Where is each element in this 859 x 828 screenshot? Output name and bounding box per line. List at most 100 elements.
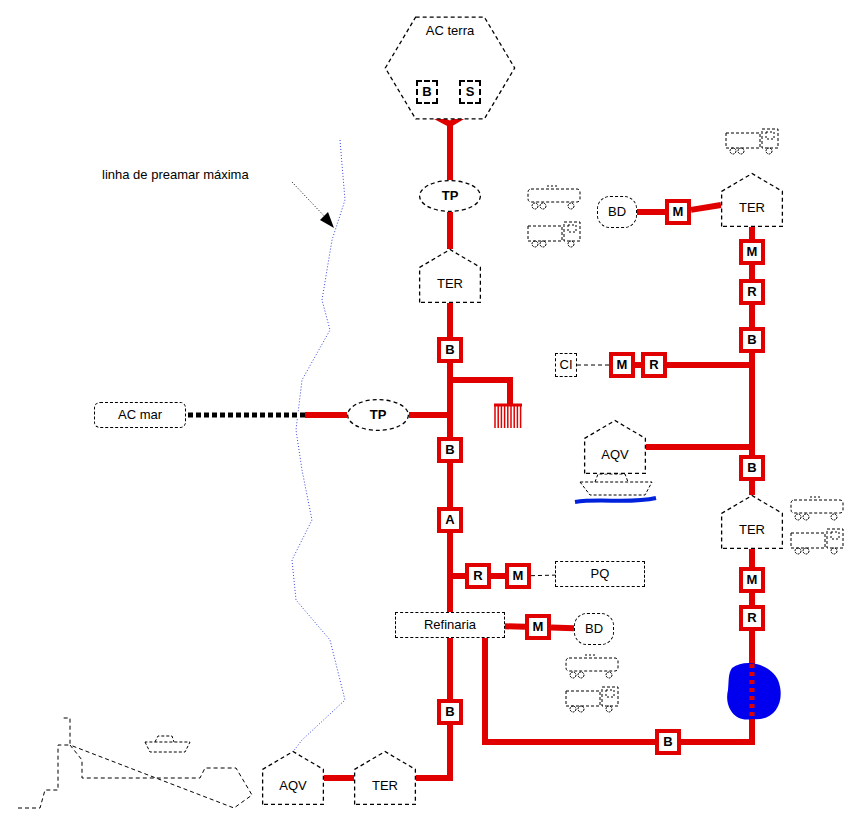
truck bbox=[566, 687, 618, 712]
pipeline bbox=[752, 593, 753, 605]
node-label: TER bbox=[372, 779, 398, 793]
node-label: B bbox=[663, 735, 672, 749]
pipeline bbox=[667, 365, 752, 455]
node-label: AC terra bbox=[426, 24, 474, 38]
pipeline bbox=[752, 227, 753, 239]
node-label: R bbox=[747, 285, 756, 299]
house-node: TER bbox=[721, 173, 783, 227]
node-label: B bbox=[445, 343, 454, 357]
node-label: M bbox=[533, 620, 544, 634]
equipment-box: B bbox=[739, 327, 765, 353]
house-node: AQV bbox=[584, 420, 646, 474]
shoreline bbox=[262, 140, 345, 792]
dashed-box: CI bbox=[555, 353, 577, 377]
node-label: R bbox=[747, 611, 756, 625]
dashed-square: S bbox=[459, 80, 481, 104]
node-label: A bbox=[445, 513, 454, 527]
small-boat bbox=[145, 736, 190, 752]
node-label: TER bbox=[739, 523, 765, 537]
pipeline bbox=[491, 576, 505, 577]
pipeline bbox=[450, 463, 451, 507]
node-label: S bbox=[466, 85, 475, 99]
dashed-square: B bbox=[416, 80, 438, 104]
rounded-dashed-box: BD bbox=[574, 613, 614, 645]
dashed-connector bbox=[531, 575, 555, 577]
comb-symbol bbox=[450, 380, 522, 428]
pipeline bbox=[186, 415, 347, 416]
equipment-box: M bbox=[609, 352, 635, 378]
equipment-box: R bbox=[739, 605, 765, 631]
node-label: M bbox=[673, 205, 684, 219]
pipeline bbox=[450, 533, 465, 576]
ellipse-node: TP bbox=[419, 180, 481, 212]
dashed-connector bbox=[577, 365, 609, 366]
house-node: TER bbox=[721, 495, 783, 549]
leader-line bbox=[292, 182, 326, 218]
pipeline bbox=[646, 447, 752, 455]
equipment-box: M bbox=[739, 239, 765, 265]
pipeline bbox=[409, 415, 450, 437]
pipeline bbox=[450, 638, 451, 699]
rounded-dashed-box: BD bbox=[597, 196, 637, 228]
node-label: R bbox=[473, 569, 482, 583]
equipment-box: B bbox=[739, 455, 765, 481]
node-label: M bbox=[747, 245, 758, 259]
equipment-box: B bbox=[437, 337, 463, 363]
node-label: R bbox=[649, 358, 658, 372]
house-node: TER bbox=[419, 249, 481, 303]
truck bbox=[566, 655, 618, 678]
node-label: M bbox=[747, 573, 758, 587]
node-label: BD bbox=[585, 622, 603, 636]
node-label: M bbox=[617, 358, 628, 372]
node-label: B bbox=[445, 705, 454, 719]
node-label: B bbox=[747, 461, 756, 475]
node-label: BD bbox=[608, 205, 626, 219]
pipeline bbox=[450, 212, 451, 249]
node-label: TP bbox=[442, 189, 459, 203]
dashed-box: AC mar bbox=[94, 402, 186, 428]
node-label: PQ bbox=[591, 567, 610, 581]
pipeline bbox=[637, 212, 665, 213]
equipment-box: A bbox=[437, 507, 463, 533]
node-label: AQV bbox=[601, 448, 628, 462]
equipment-box: M bbox=[665, 199, 691, 225]
equipment-box: B bbox=[437, 699, 463, 725]
pipeline bbox=[752, 305, 753, 327]
truck bbox=[528, 186, 580, 209]
node-label: Refinaria bbox=[424, 618, 476, 632]
node-label: AQV bbox=[279, 779, 306, 793]
node-label: TER bbox=[437, 277, 463, 291]
pipeline bbox=[505, 626, 525, 627]
equipment-box: B bbox=[437, 437, 463, 463]
pipeline bbox=[324, 778, 354, 779]
truck bbox=[528, 222, 580, 247]
pipeline bbox=[752, 265, 753, 279]
note-label: linha de preamar máxima bbox=[102, 167, 249, 182]
ellipse-node: TP bbox=[347, 399, 409, 431]
equipment-box: R bbox=[465, 563, 491, 589]
equipment-box: R bbox=[739, 279, 765, 305]
node-label: TER bbox=[739, 201, 765, 215]
truck bbox=[726, 129, 778, 154]
water-line bbox=[575, 498, 656, 502]
equipment-box: R bbox=[641, 352, 667, 378]
node-label: B bbox=[747, 333, 756, 347]
pipeline bbox=[551, 627, 574, 629]
house-node: TER bbox=[354, 751, 416, 805]
truck bbox=[791, 497, 843, 520]
node-label: AC mar bbox=[118, 408, 162, 422]
node-label: B bbox=[422, 85, 431, 99]
equipment-box: B bbox=[655, 729, 681, 755]
leader-arrowhead bbox=[320, 212, 334, 228]
node-label: B bbox=[445, 443, 454, 457]
pipeline bbox=[691, 205, 721, 210]
node-label: CI bbox=[560, 358, 573, 372]
terminal-area: AC terraB S bbox=[384, 16, 516, 120]
equipment-box: M bbox=[505, 563, 531, 589]
pipeline bbox=[752, 481, 753, 495]
truck bbox=[791, 529, 843, 554]
house-node: AQV bbox=[262, 751, 324, 805]
equipment-box: M bbox=[739, 567, 765, 593]
dashed-box: Refinaria bbox=[395, 612, 505, 638]
pipeline bbox=[752, 549, 753, 567]
